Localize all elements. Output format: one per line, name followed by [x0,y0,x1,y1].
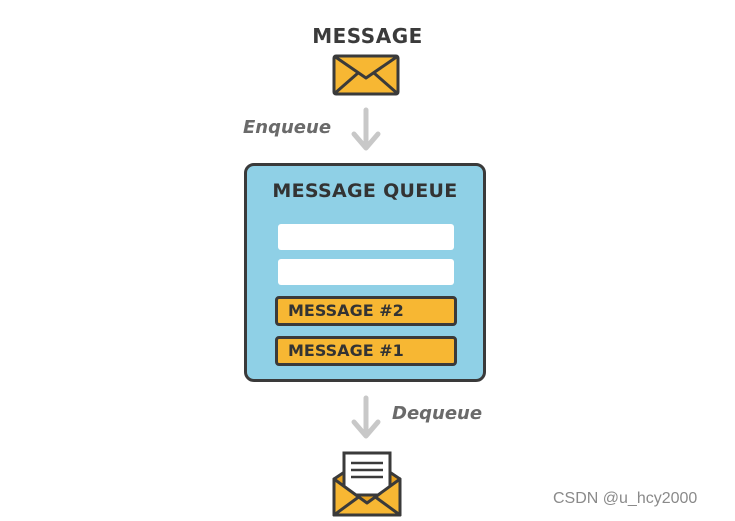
open-envelope-with-letter-icon [332,451,402,517]
watermark: CSDN @u_hcy2000 [553,490,698,507]
top-message-label: MESSAGE [312,24,423,48]
queue-slot-empty-1 [278,224,454,250]
message-queue-box: MESSAGE QUEUE MESSAGE #2 MESSAGE #1 [244,163,486,382]
envelope-icon [332,54,400,96]
queue-slot-message-2: MESSAGE #2 [275,296,457,326]
dequeue-label: Dequeue [392,403,483,424]
dequeue-arrow-icon [351,395,381,439]
queue-slot-empty-2 [278,259,454,285]
queue-title: MESSAGE QUEUE [272,180,458,202]
enqueue-label: Enqueue [243,117,332,138]
enqueue-arrow-icon [351,107,381,151]
queue-slot-message-1: MESSAGE #1 [275,336,457,366]
